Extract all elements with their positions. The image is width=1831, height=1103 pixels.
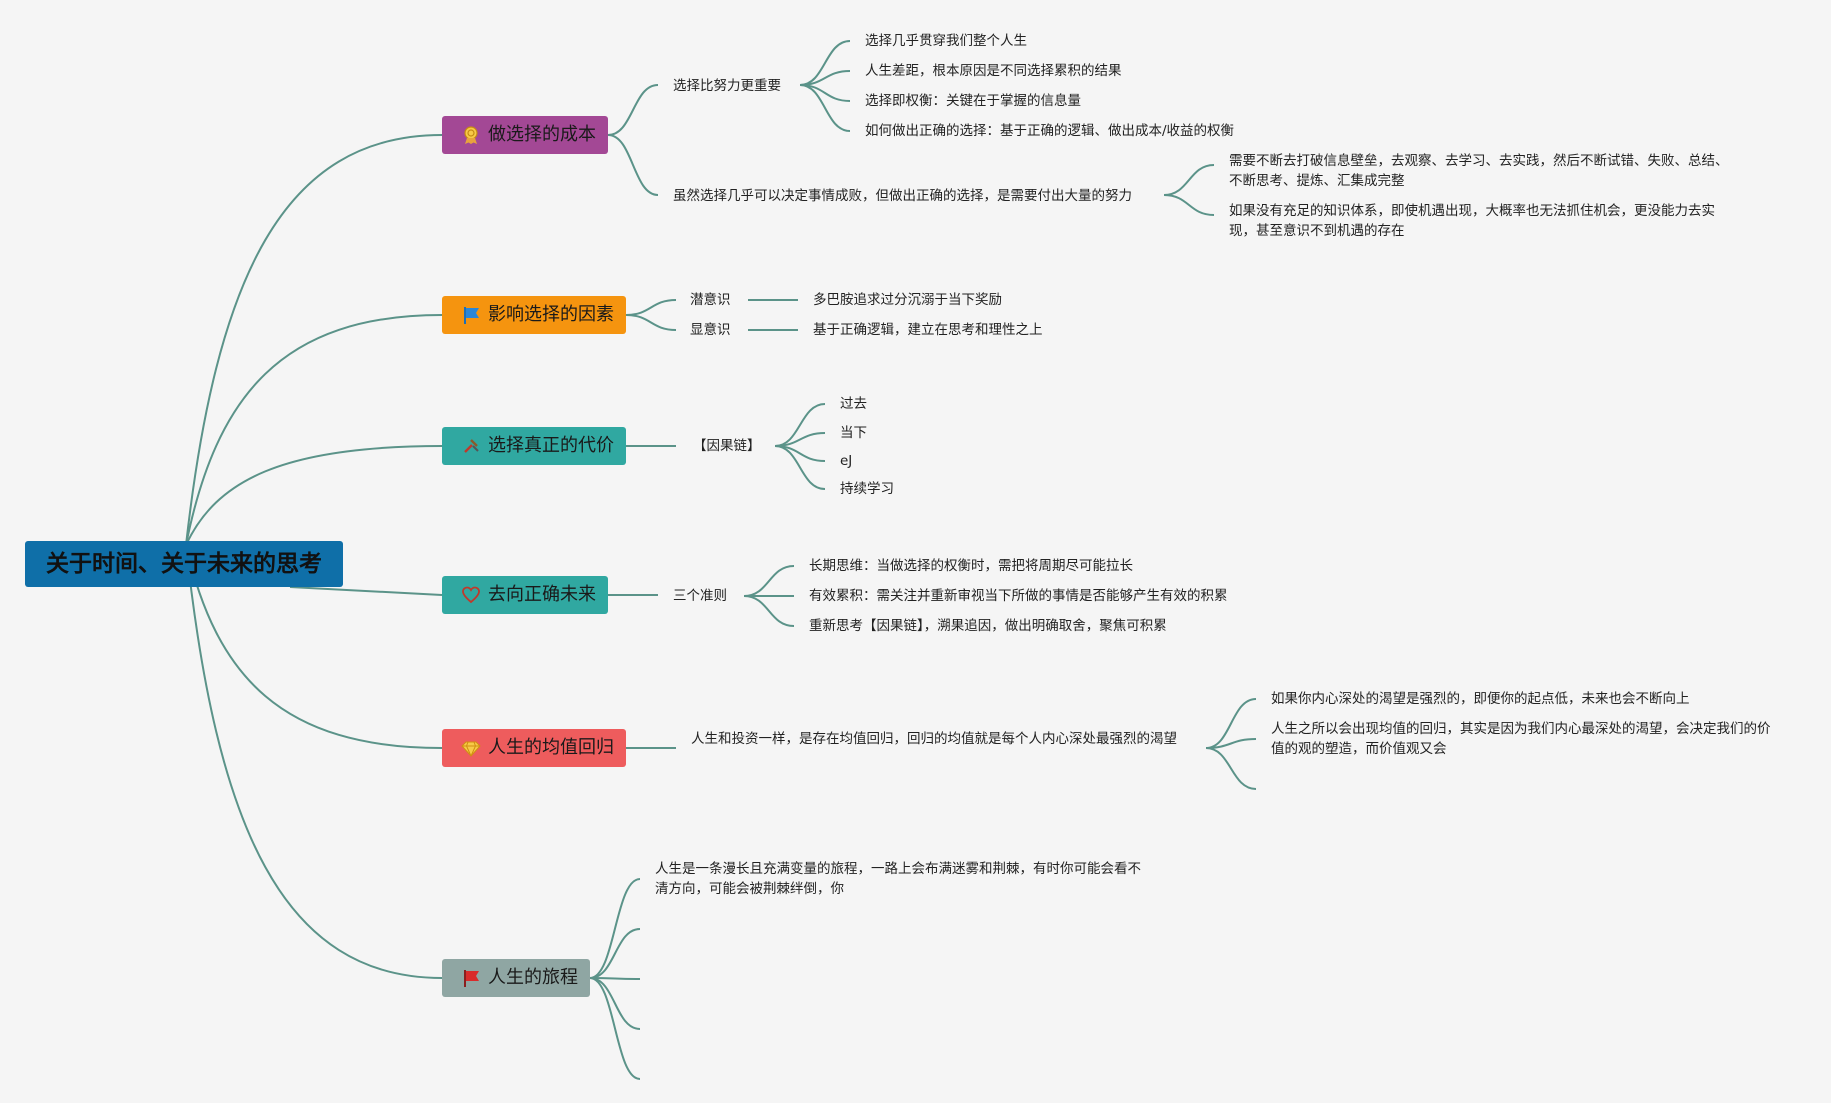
leaf-item[interactable]: 长期思维：当做选择的权衡时，需把将周期尽可能拉长 <box>809 558 1133 574</box>
leaf-item[interactable]: 有效累积：需关注并重新审视当下所做的事情是否能够产生有效的积累 <box>809 588 1228 604</box>
topic-life-journey[interactable]: 人生的旅程 <box>442 959 590 997</box>
root-connector-line <box>185 314 443 546</box>
topic-label: 影响选择的因素 <box>488 304 614 325</box>
topic-label: 人生的均值回归 <box>488 737 614 758</box>
topic-label: 做选择的成本 <box>488 124 596 145</box>
topic-right-future[interactable]: 去向正确未来 <box>442 576 608 614</box>
topic-choice-factors[interactable]: 影响选择的因素 <box>442 296 626 334</box>
root-connector-line <box>185 544 443 749</box>
connector-line <box>1205 698 1257 749</box>
topic-choice-cost[interactable]: 做选择的成本 <box>442 116 608 154</box>
leaf-item[interactable]: 如何做出正确的选择：基于正确的逻辑、做出成本/收益的权衡 <box>865 123 1235 139</box>
subtopic-choice-over-effort[interactable]: 选择比努力更重要 <box>673 78 781 94</box>
root-connector-line <box>185 445 443 546</box>
connector-line <box>1205 747 1257 790</box>
flag-blue-icon <box>460 304 482 326</box>
leaf-item[interactable]: 人生是一条漫长且充满变量的旅程，一路上会布满迷雾和荆棘，有时你可能会看不清方向，… <box>655 861 1141 897</box>
subtopic-conscious[interactable]: 显意识 <box>690 322 731 338</box>
leaf-item[interactable]: 如果没有充足的知识体系，即使机遇出现，大概率也无法抓住机会，更没能力去实现，甚至… <box>1229 203 1715 239</box>
leaf-item[interactable]: 选择即权衡：关键在于掌握的信息量 <box>865 93 1081 109</box>
topic-mean-reversion[interactable]: 人生的均值回归 <box>442 729 626 767</box>
connector-line <box>625 299 677 316</box>
connector-line <box>1163 164 1215 196</box>
subtopic-three-rules[interactable]: 三个准则 <box>673 588 727 604</box>
leaf-item[interactable]: 多巴胺追求过分沉溺于当下奖励 <box>813 292 1002 308</box>
heart-icon <box>460 584 482 606</box>
topic-label: 选择真正的代价 <box>488 435 614 456</box>
leaf-item[interactable]: 基于正确逻辑，建立在思考和理性之上 <box>813 322 1043 338</box>
leaf-item[interactable]: 重新思考【因果链】，溯果追因，做出明确取舍，聚焦可积累 <box>809 618 1167 634</box>
subtopic-subconscious[interactable]: 潜意识 <box>690 292 731 308</box>
leaf-item[interactable]: 过去 <box>840 396 867 412</box>
connector-line <box>589 928 641 979</box>
diamond-icon <box>460 737 482 759</box>
connector-line <box>607 134 659 196</box>
topic-label: 人生的旅程 <box>488 967 578 988</box>
connector-line <box>1163 194 1215 216</box>
connector-line <box>743 565 795 597</box>
tools-icon <box>460 435 482 457</box>
leaf-item[interactable]: 持续学习 <box>840 481 894 497</box>
leaf-item[interactable]: eJ <box>840 453 853 469</box>
topic-true-price[interactable]: 选择真正的代价 <box>442 427 626 465</box>
leaf-item[interactable]: 当下 <box>840 425 867 441</box>
root-connector-line <box>289 586 443 596</box>
leaf-item[interactable]: 需要不断去打破信息壁垒，去观察、去学习、去实践，然后不断试错、失败、总结、不断思… <box>1229 153 1729 189</box>
leaf-item[interactable]: 选择几乎贯穿我们整个人生 <box>865 33 1027 49</box>
connector-line <box>1205 738 1257 749</box>
leaf-item[interactable]: 如果你内心深处的渴望是强烈的，即便你的起点低，未来也会不断向上 <box>1271 691 1690 707</box>
subtopic-effort-needed[interactable]: 虽然选择几乎可以决定事情成败，但做出正确的选择，是需要付出大量的努力 <box>673 188 1132 204</box>
subtopic-causal-chain[interactable]: 【因果链】 <box>693 438 761 454</box>
root-connector-line <box>185 544 443 979</box>
connector-line <box>589 977 641 1080</box>
leaf-item[interactable]: 人生之所以会出现均值的回归，其实是因为我们内心最深处的渴望，会决定我们的价值的观… <box>1271 721 1771 757</box>
flag-red-icon <box>460 967 482 989</box>
connector-line <box>589 878 641 979</box>
connector-line <box>589 977 641 1030</box>
connector-line <box>743 595 795 627</box>
leaf-item[interactable]: 人生差距，根本原因是不同选择累积的结果 <box>865 63 1122 79</box>
connector-line <box>774 445 826 490</box>
root-topic[interactable]: 关于时间、关于未来的思考 <box>25 541 343 587</box>
root-connector-line <box>185 134 443 546</box>
topic-label: 去向正确未来 <box>488 584 596 605</box>
subtopic-life-like-investing[interactable]: 人生和投资一样，是存在均值回归，回归的均值就是每个人内心深处最强烈的渴望 <box>691 731 1177 747</box>
connector-line <box>607 84 659 136</box>
connector-line <box>799 84 851 132</box>
connector-line <box>625 314 677 331</box>
award-icon <box>460 124 482 146</box>
